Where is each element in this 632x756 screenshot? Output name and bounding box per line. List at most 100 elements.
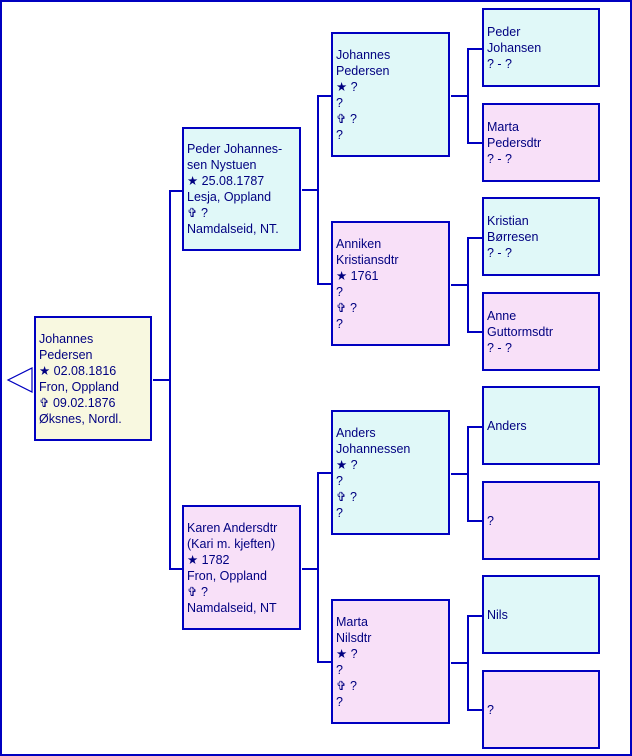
person-detail-line: ? bbox=[336, 473, 343, 488]
person-detail-line: ★ 25.08.1787 bbox=[187, 174, 265, 188]
person-detail-line: ? bbox=[487, 702, 494, 717]
person-name-line: Pedersen bbox=[39, 347, 93, 362]
person-detail-line: ? - ? bbox=[487, 56, 513, 71]
person-name-line: Børresen bbox=[487, 229, 539, 244]
person-detail-line: ? bbox=[336, 127, 343, 142]
connector-line bbox=[467, 426, 484, 428]
connector-line bbox=[451, 95, 468, 97]
person-name-line: Pedersdtr bbox=[487, 135, 542, 150]
person-detail-line: ✞ 09.02.1876 bbox=[39, 395, 116, 410]
person-name-line: Anders bbox=[487, 418, 527, 433]
connector-line bbox=[451, 473, 468, 475]
person-name-line: Anders bbox=[336, 425, 376, 440]
person-detail-line: ? - ? bbox=[487, 245, 513, 260]
person-detail-line: Fron, Oppland bbox=[39, 379, 119, 394]
connector-line bbox=[467, 48, 484, 50]
person-box-mfm[interactable]: ? bbox=[482, 481, 600, 560]
connector-line bbox=[317, 472, 334, 474]
person-detail-line: ? bbox=[336, 694, 343, 709]
person-detail-line: ★ 1782 bbox=[187, 552, 230, 567]
connector-line bbox=[467, 331, 484, 333]
person-detail-line: ✞ ? bbox=[336, 300, 357, 315]
person-name-line: Nilsdtr bbox=[336, 630, 372, 645]
connector-line bbox=[467, 615, 469, 711]
person-name-line: Johansen bbox=[487, 40, 542, 55]
person-name-line: Karen Andersdtr bbox=[187, 520, 278, 535]
person-box-mff[interactable]: Anders bbox=[482, 386, 600, 465]
person-detail-line: ★ 1761 bbox=[336, 268, 379, 283]
connector-line bbox=[451, 284, 468, 286]
connector-line bbox=[169, 568, 184, 570]
person-name-line: sen Nystuen bbox=[187, 158, 257, 172]
person-name-line: Peder Johannes- bbox=[187, 142, 283, 156]
person-detail-line: Fron, Oppland bbox=[187, 568, 267, 583]
person-detail-line: ? bbox=[336, 662, 343, 677]
connector-line bbox=[467, 48, 469, 144]
person-name-line: Johannes bbox=[39, 331, 94, 346]
person-name-line: Johannessen bbox=[336, 441, 411, 456]
person-detail-line: ? - ? bbox=[487, 151, 513, 166]
connector-line bbox=[317, 283, 334, 285]
person-name-line: Peder bbox=[487, 24, 521, 39]
person-detail-line: ★ ? bbox=[336, 646, 358, 661]
connector-line bbox=[169, 190, 171, 570]
person-detail-line: ? bbox=[336, 95, 343, 110]
person-detail-line: ? bbox=[336, 284, 343, 299]
person-name-line: Kristiansdtr bbox=[336, 252, 399, 267]
person-detail-line: ? - ? bbox=[487, 340, 513, 355]
person-name-line: Johannes bbox=[336, 47, 391, 62]
person-detail-line: ★ ? bbox=[336, 79, 358, 94]
connector-line bbox=[317, 661, 334, 663]
person-detail-line: ✞ ? bbox=[336, 489, 357, 504]
person-name-line: Marta bbox=[487, 119, 519, 134]
connector-line bbox=[467, 615, 484, 617]
connector-line bbox=[317, 95, 334, 97]
person-detail-line: ★ ? bbox=[336, 457, 358, 472]
connector-line bbox=[451, 662, 468, 664]
person-detail-line: ✞ ? bbox=[336, 111, 357, 126]
connector-line bbox=[467, 426, 469, 522]
connector-line bbox=[467, 142, 484, 144]
person-box-mmf[interactable]: Nils bbox=[482, 575, 600, 654]
connector-line bbox=[467, 237, 469, 333]
person-detail-line: ? bbox=[487, 513, 494, 528]
person-name-line: Marta bbox=[336, 614, 368, 629]
person-detail-line: ★ 02.08.1816 bbox=[39, 363, 117, 378]
person-detail-line: ✞ ? bbox=[187, 206, 208, 220]
person-box-mmm[interactable]: ? bbox=[482, 670, 600, 749]
person-name-line: Nils bbox=[487, 607, 508, 622]
person-detail-line: Lesja, Oppland bbox=[187, 190, 272, 204]
connector-line bbox=[302, 189, 319, 191]
connector-line bbox=[169, 190, 184, 192]
connector-line bbox=[467, 520, 484, 522]
person-detail-line: Namdalseid, NT. bbox=[187, 222, 279, 236]
connector-line bbox=[467, 709, 484, 711]
person-name-line: Anne bbox=[487, 308, 517, 323]
connector-line bbox=[153, 379, 170, 381]
person-name-line: Guttormsdtr bbox=[487, 324, 553, 339]
person-detail-line: ? bbox=[336, 316, 343, 331]
connector-line bbox=[317, 95, 319, 285]
back-arrow-icon[interactable] bbox=[6, 367, 34, 395]
person-name-line: Pedersen bbox=[336, 63, 390, 78]
person-detail-line: Namdalseid, NT bbox=[187, 600, 277, 615]
person-name-line: Kristian bbox=[487, 213, 529, 228]
person-detail-line: Øksnes, Nordl. bbox=[39, 411, 122, 426]
person-name-line: (Kari m. kjeften) bbox=[187, 536, 276, 551]
person-detail-line: ✞ ? bbox=[336, 678, 357, 693]
person-detail-line: ✞ ? bbox=[187, 584, 208, 599]
connector-line bbox=[317, 472, 319, 662]
connector-line bbox=[467, 237, 484, 239]
